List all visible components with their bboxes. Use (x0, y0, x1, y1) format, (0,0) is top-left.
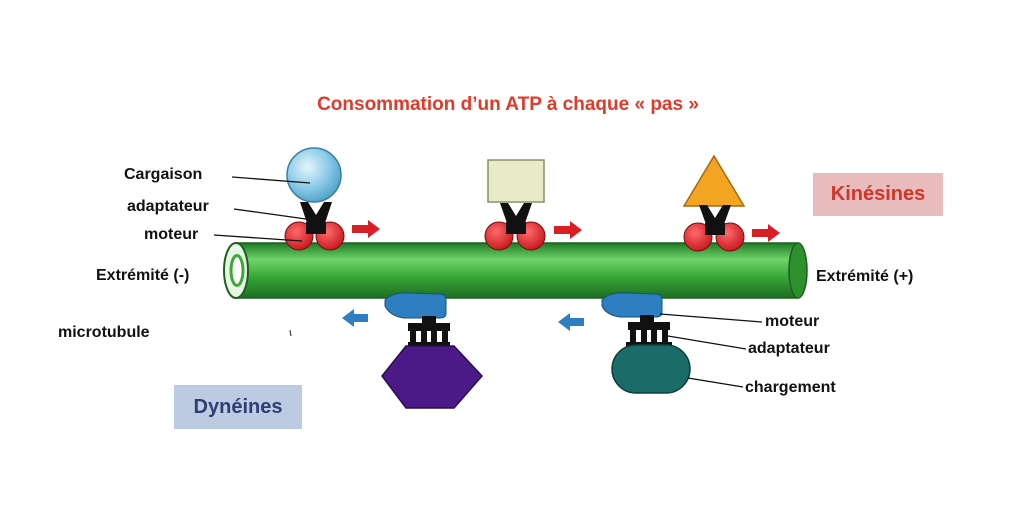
kinesin-3 (682, 154, 746, 252)
arrow-left-2 (558, 313, 584, 331)
label-adaptateur-top: adaptateur (127, 198, 209, 215)
label-moteur-bottom: moteur (765, 313, 820, 330)
arrow-right-1 (352, 220, 380, 238)
arrow-right-2 (554, 221, 582, 239)
label-cargaison: Cargaison (124, 166, 203, 183)
label-moteur-top: moteur (144, 226, 199, 243)
adaptor-kinesin-1 (300, 202, 332, 226)
label-chargement: chargement (745, 379, 836, 396)
dynein-motor-2 (601, 292, 663, 318)
cargo-hexagon (381, 345, 484, 409)
dynein-motor-1 (384, 292, 447, 319)
dynein-1 (381, 292, 484, 409)
label-plus-end: Extrémité (+) (816, 268, 914, 285)
dynein-2 (601, 292, 691, 394)
adaptor-dynein-2 (628, 322, 670, 330)
kinesin-badge: Kinésines (813, 173, 943, 216)
microtubule (223, 242, 808, 299)
adaptor-kinesin-2 (500, 203, 532, 226)
cargo-triangle (682, 154, 746, 207)
kinesin-2 (484, 159, 546, 251)
kinesin-1 (284, 147, 345, 251)
dynein-badge: Dynéines (174, 385, 302, 429)
arrow-left-1 (342, 309, 368, 327)
adaptor-dynein-1 (408, 323, 450, 331)
label-adaptateur-bottom: adaptateur (748, 340, 830, 357)
label-microtubule: microtubule (58, 324, 150, 341)
title: Consommation d’un ATP à chaque « pas » (317, 94, 699, 115)
adaptor-kinesin-3 (699, 205, 731, 227)
cargo-square (487, 159, 545, 203)
arrow-right-3 (752, 224, 780, 242)
cargo-oval (611, 344, 691, 394)
stray-mark (289, 329, 292, 337)
cargo-sphere (286, 147, 342, 203)
label-minus-end: Extrémité (-) (96, 267, 190, 284)
leader-lines (213, 176, 763, 388)
